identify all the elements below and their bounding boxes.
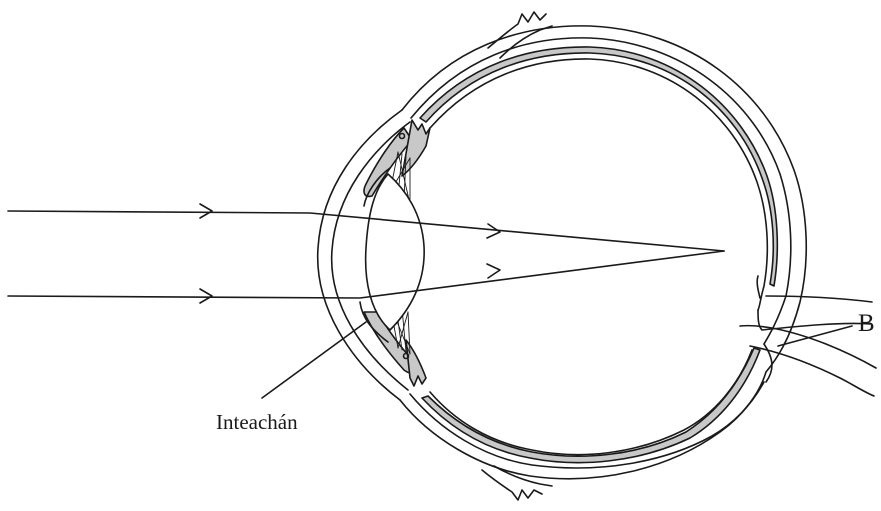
- sclera: [400, 26, 806, 479]
- optic-nerve-sheath-upper: [766, 296, 872, 302]
- ray-upper-arrow-2: [487, 224, 500, 238]
- ciliary-lower: [406, 340, 426, 386]
- ray-lower-arrow-2: [487, 264, 500, 278]
- ciliary-upper: [402, 120, 430, 176]
- ray-lower-arrow-1: [200, 289, 212, 303]
- choroid-pigment-band: [420, 47, 777, 286]
- retina-inner-line: [430, 59, 767, 310]
- optic-nerve-lower-line: [740, 326, 876, 368]
- retina-choroid: [420, 47, 777, 463]
- iris-leader-line: [262, 322, 366, 398]
- optic-nerve-label: B: [858, 310, 875, 337]
- optic-nerve: [740, 276, 876, 396]
- sclera-inner-line: [410, 38, 791, 468]
- sclera-outer-line: [400, 26, 806, 479]
- extraocular-tissue: [482, 12, 552, 500]
- nerve-leader-line: [778, 326, 852, 346]
- lens: [366, 174, 425, 330]
- ray-upper-arrow-1: [200, 204, 212, 218]
- iris-label: Inteachán: [216, 410, 298, 434]
